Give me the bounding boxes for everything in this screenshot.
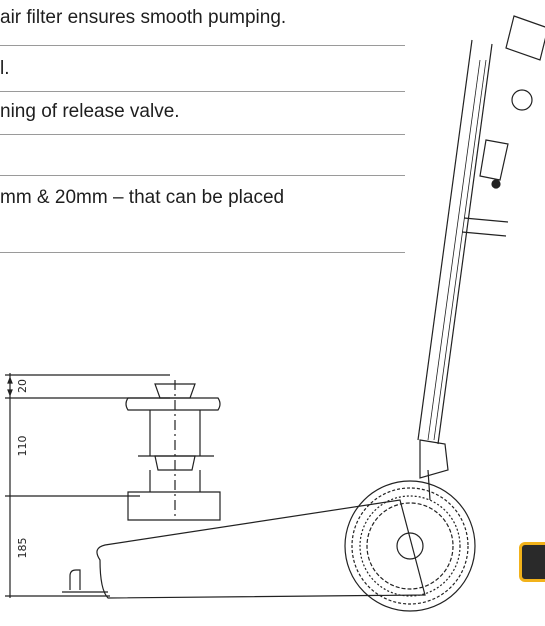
pump-handle xyxy=(417,15,545,501)
release-knob xyxy=(511,89,533,111)
feature-line-3: ning of release valve. xyxy=(0,101,180,122)
corner-badge-icon[interactable] xyxy=(519,542,545,582)
divider xyxy=(0,45,405,46)
jack-body xyxy=(96,499,426,599)
wheel xyxy=(344,480,476,612)
divider xyxy=(0,175,405,176)
saddle-cap xyxy=(154,383,196,399)
handle-grip xyxy=(505,15,545,61)
foot-hook xyxy=(69,569,81,590)
saddle-plate xyxy=(125,397,221,411)
feature-line-2: l. xyxy=(0,58,10,79)
divider xyxy=(0,134,405,135)
dimension-top-label: 20 xyxy=(16,379,29,393)
dimension-bottom-label: 185 xyxy=(16,538,29,559)
feature-line-1: air filter ensures smooth pumping. xyxy=(0,7,287,28)
feature-line-5: mm & 20mm – that can be placed xyxy=(0,187,285,208)
divider xyxy=(0,91,405,92)
dimension-middle-label: 110 xyxy=(16,436,29,457)
divider xyxy=(0,252,405,253)
